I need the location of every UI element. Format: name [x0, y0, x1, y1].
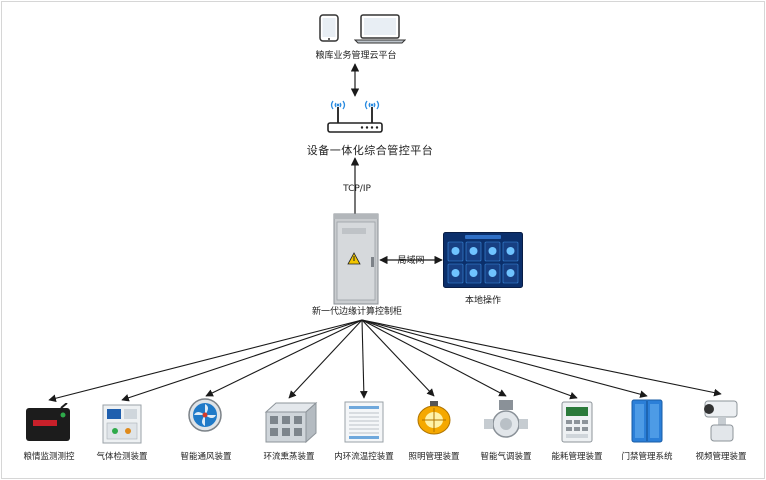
air-conditioner-icon: [340, 400, 390, 443]
device-link-line: [205, 319, 363, 397]
device-link-line: [121, 319, 363, 402]
fan-icon: [180, 397, 230, 439]
device-link-line: [48, 319, 363, 403]
sensor-box-icon: [23, 402, 73, 445]
device-label: 粮情监测测控: [23, 452, 75, 462]
device-label: 内环流温控装置: [334, 452, 394, 462]
laptop-icon: [353, 14, 407, 44]
device-link-line: [288, 319, 363, 399]
device-label: 照明管理装置: [408, 452, 460, 462]
cloud-platform-label: 粮库业务管理云平台: [315, 51, 397, 61]
device-links: [48, 319, 722, 403]
router-icon: [326, 96, 384, 136]
device-label: 门禁管理系统: [621, 452, 673, 462]
device-link-line: [361, 319, 648, 398]
device-label: 智能气调装置: [480, 452, 532, 462]
meter-icon: [552, 400, 602, 443]
device-link-line: [361, 319, 722, 397]
device-label: 视频管理装置: [695, 452, 747, 462]
lan-label: 局域网: [397, 256, 425, 266]
camera-icon: [697, 397, 747, 442]
valve-icon: [481, 398, 531, 440]
local-panel-label: 本地操作: [464, 296, 502, 306]
device-link-line: [361, 319, 578, 400]
access-door-icon: [622, 398, 672, 443]
device-link-line: [361, 319, 435, 397]
device-link-line: [359, 319, 368, 399]
integrated-platform-label: 设备一体化综合管控平台: [306, 144, 434, 157]
touch-panel-icon[interactable]: [443, 232, 523, 288]
control-cabinet-icon: [333, 213, 379, 305]
lamp-icon: [409, 398, 459, 440]
device-link-line: [361, 319, 507, 397]
gas-detector-icon: [97, 403, 147, 445]
device-label: 能耗管理装置: [551, 452, 603, 462]
device-label: 智能通风装置: [180, 452, 232, 462]
fumigation-unit-icon: [262, 400, 318, 444]
edge-cabinet-label: 新一代边缘计算控制柜: [311, 307, 403, 317]
device-label: 环流熏蒸装置: [263, 452, 315, 462]
device-label: 气体检测装置: [96, 452, 148, 462]
tablet-icon: [319, 14, 339, 42]
tcp-ip-label: TCP/IP: [343, 184, 371, 194]
